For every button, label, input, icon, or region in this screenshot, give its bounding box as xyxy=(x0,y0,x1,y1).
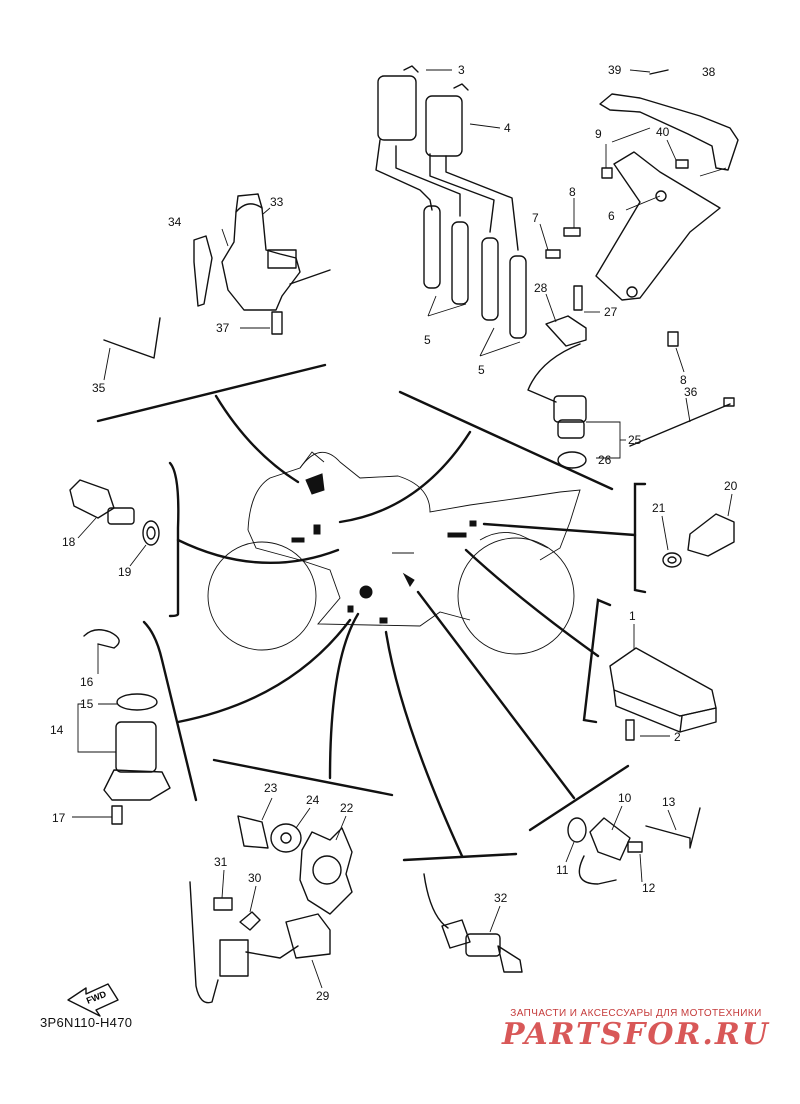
callout-9: 9 xyxy=(595,127,602,141)
callout-35: 35 xyxy=(92,381,106,395)
callout-25: 25 xyxy=(628,433,642,447)
plug-caps xyxy=(423,205,527,339)
ignition-coils-group xyxy=(375,65,527,357)
callout-17: 17 xyxy=(52,811,66,825)
diagram-code: 3P6N110-H470 xyxy=(40,1015,133,1030)
callout-leaders xyxy=(72,69,733,989)
callout-38: 38 xyxy=(702,65,716,79)
oxygen-sensor-group xyxy=(423,873,523,973)
solenoid-group xyxy=(83,629,171,825)
callout-4: 4 xyxy=(504,121,511,135)
right-sensor-group xyxy=(662,513,735,568)
ecu-unit-group xyxy=(609,647,717,741)
callout-8b: 8 xyxy=(680,373,687,387)
callout-19: 19 xyxy=(118,565,132,579)
motorcycle-silhouette xyxy=(207,451,581,655)
main-switch-group xyxy=(103,193,331,359)
callout-15: 15 xyxy=(80,697,94,711)
callout-34: 34 xyxy=(168,215,182,229)
fwd-label: FWD xyxy=(85,989,108,1006)
callout-33: 33 xyxy=(270,195,284,209)
callout-13: 13 xyxy=(662,795,676,809)
callout-36: 36 xyxy=(684,385,698,399)
location-markers xyxy=(291,473,477,624)
callout-7: 7 xyxy=(532,211,539,225)
callout-2: 2 xyxy=(674,730,681,744)
callout-23: 23 xyxy=(264,781,278,795)
sensor-harness-group xyxy=(527,285,735,469)
callout-numbers: 1 2 3 4 5 5 6 7 8 8 9 10 11 12 13 14 15 … xyxy=(50,63,738,1003)
callout-29: 29 xyxy=(316,989,330,1003)
callout-24: 24 xyxy=(306,793,320,807)
callout-5a: 5 xyxy=(424,333,431,347)
callout-30: 30 xyxy=(248,871,262,885)
callout-18: 18 xyxy=(62,535,76,549)
callout-31: 31 xyxy=(214,855,228,869)
fwd-arrow-icon: FWD xyxy=(67,983,119,1017)
callout-6: 6 xyxy=(608,209,615,223)
callout-11: 11 xyxy=(556,863,569,877)
callout-39: 39 xyxy=(608,63,622,77)
group-frames xyxy=(96,363,647,862)
watermark-brand: PARTSFOR.RU xyxy=(502,1017,770,1052)
callout-28: 28 xyxy=(534,281,548,295)
callout-20: 20 xyxy=(724,479,738,493)
callout-10: 10 xyxy=(618,791,632,805)
ecu-bracket-group xyxy=(545,69,739,347)
sensor-bracket-group xyxy=(567,807,701,885)
callout-40: 40 xyxy=(656,125,670,139)
callout-3: 3 xyxy=(458,63,465,77)
callout-14: 14 xyxy=(50,723,64,737)
callout-5b: 5 xyxy=(478,363,485,377)
callout-16: 16 xyxy=(80,675,94,689)
watermark-tagline: ЗАПЧАСТИ И АКСЕССУАРЫ ДЛЯ МОТОТЕХНИКИ xyxy=(510,1008,762,1019)
callout-37: 37 xyxy=(216,321,230,335)
callout-26: 26 xyxy=(598,453,612,467)
watermark: ЗАПЧАСТИ И АКСЕССУАРЫ ДЛЯ МОТОТЕХНИКИ PA… xyxy=(486,1008,786,1051)
callout-32: 32 xyxy=(494,891,508,905)
callout-12: 12 xyxy=(642,881,656,895)
callout-1: 1 xyxy=(629,609,636,623)
left-sensor-group xyxy=(69,479,160,546)
callout-22: 22 xyxy=(340,801,354,815)
callout-8a: 8 xyxy=(569,185,576,199)
leader-lines xyxy=(176,394,637,858)
pickup-group xyxy=(189,815,353,1004)
callout-21: 21 xyxy=(652,501,666,515)
callout-27: 27 xyxy=(604,305,618,319)
